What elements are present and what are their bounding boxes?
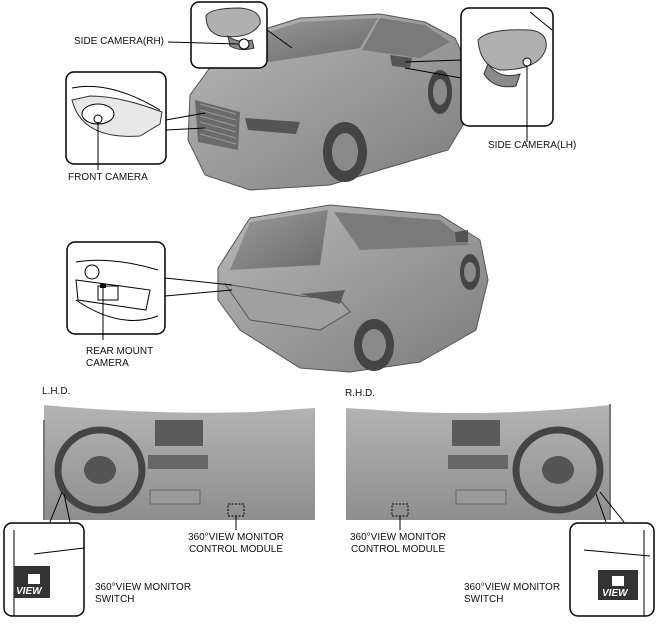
front-camera-label: FRONT CAMERA	[68, 172, 148, 183]
lhd-module-label-line2: CONTROL MODULE	[188, 544, 284, 555]
rear-mount-camera-label-line2: CAMERA	[86, 358, 129, 369]
lhd-switch-inset: VIEW	[3, 522, 85, 617]
rhd-module-label-line1: 360°VIEW MONITOR	[349, 532, 447, 543]
lhd-switch-label-line2: SWITCH	[95, 594, 135, 605]
rear-camera-inset	[66, 241, 166, 335]
side-camera-lh-inset	[460, 7, 554, 127]
lhd-switch-label-line1: 360°VIEW MONITOR	[95, 582, 192, 593]
lhd-module-label-line1: 360°VIEW MONITOR	[187, 532, 285, 543]
side-camera-rh-leader	[167, 41, 239, 45]
lhd-dashboard-illustration	[43, 405, 315, 520]
side-camera-rh-label: SIDE CAMERA(RH)	[74, 36, 165, 47]
lhd-label: L.H.D.	[42, 386, 71, 397]
side-camera-lh-label: SIDE CAMERA(LH)	[488, 140, 577, 151]
rhd-switch-label-line2: SWITCH	[464, 594, 504, 605]
rear-mount-camera-label-line1: REAR MOUNT	[86, 346, 154, 357]
rhd-switch-label-line1: 360°VIEW MONITOR	[464, 582, 561, 593]
rear-car-illustration	[217, 204, 489, 373]
rhd-module-label-line2: CONTROL MODULE	[350, 544, 446, 555]
front-camera-inset	[65, 71, 167, 165]
rhd-switch-inset: VIEW	[569, 522, 655, 617]
rhd-switch-text: VIEW	[602, 588, 629, 599]
rhd-dashboard-illustration	[346, 404, 611, 520]
rhd-label: R.H.D.	[345, 388, 375, 399]
side-camera-rh-inset	[190, 1, 293, 69]
lhd-switch-text: VIEW	[16, 586, 43, 597]
